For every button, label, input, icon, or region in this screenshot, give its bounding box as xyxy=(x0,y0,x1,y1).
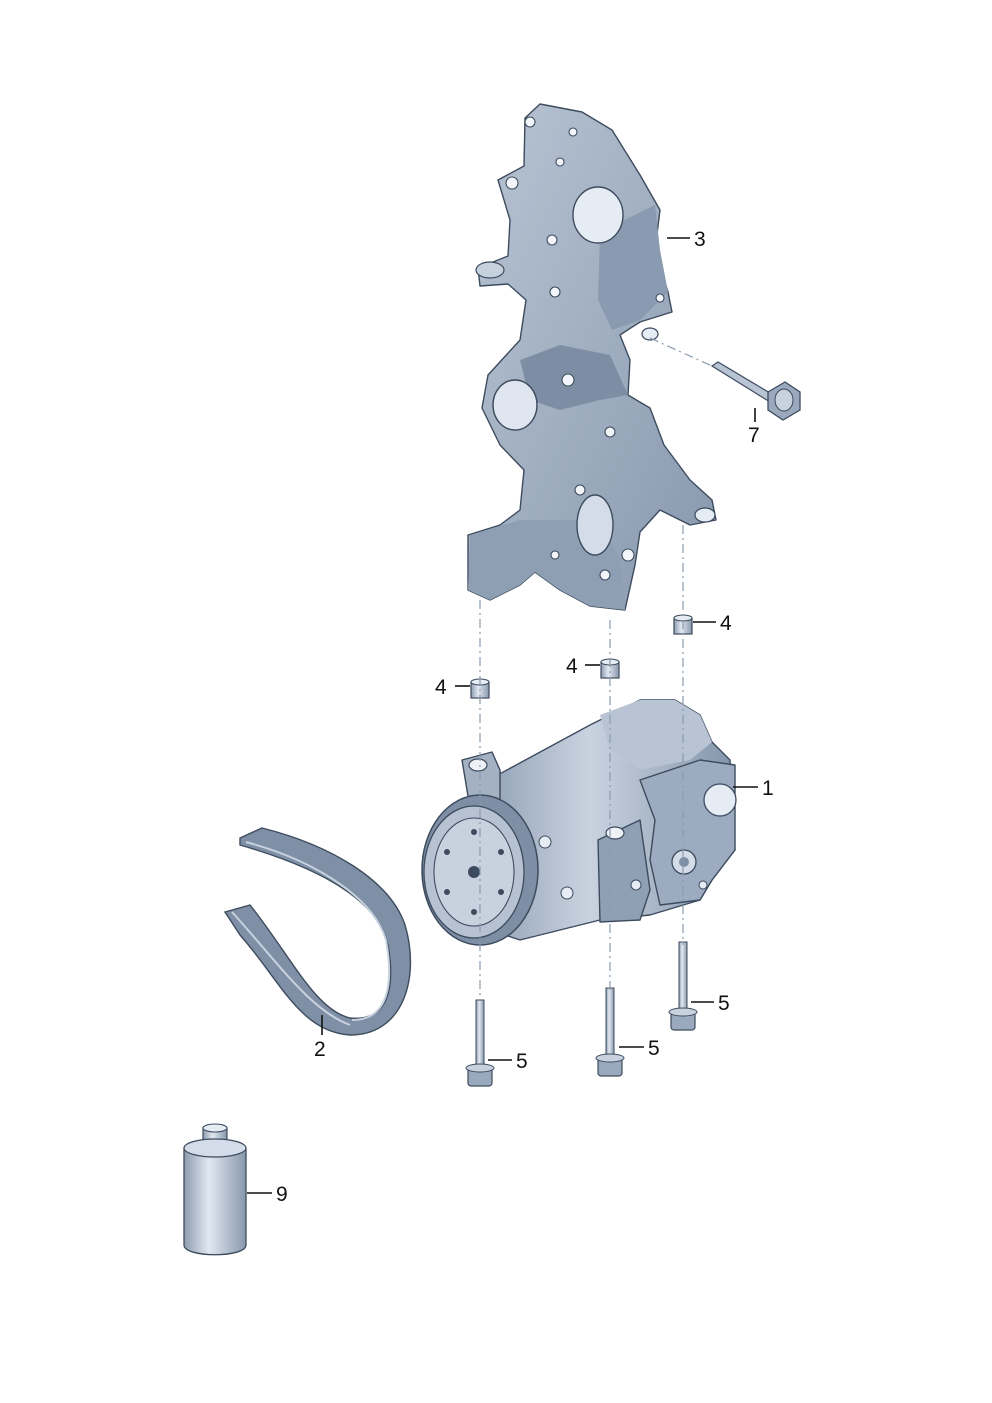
leader-lines xyxy=(247,237,758,1194)
callout-4-right: 4 xyxy=(720,612,732,635)
assembly-guide-lines xyxy=(479,337,713,1000)
callout-9: 9 xyxy=(276,1183,288,1206)
compressor-part xyxy=(421,699,737,946)
callout-4-left: 4 xyxy=(435,676,447,699)
callout-5-left: 5 xyxy=(516,1050,528,1073)
callout-4-middle: 4 xyxy=(566,655,578,678)
callout-1: 1 xyxy=(762,777,774,800)
bolt-parts xyxy=(465,941,698,1087)
callout-7: 7 xyxy=(748,424,760,447)
callout-5-middle: 5 xyxy=(648,1037,660,1060)
bracket-part xyxy=(467,103,717,611)
callout-labels: 1 2 3 4 4 4 5 5 5 7 9 xyxy=(276,228,774,1206)
callout-5-right: 5 xyxy=(718,992,730,1015)
callout-2: 2 xyxy=(314,1038,326,1061)
cylinder-part xyxy=(183,1123,247,1256)
ribbed-belt-part xyxy=(223,827,412,1036)
bracket-bolt-part xyxy=(710,361,801,421)
callout-3: 3 xyxy=(694,228,706,251)
sleeve-parts xyxy=(470,614,693,699)
